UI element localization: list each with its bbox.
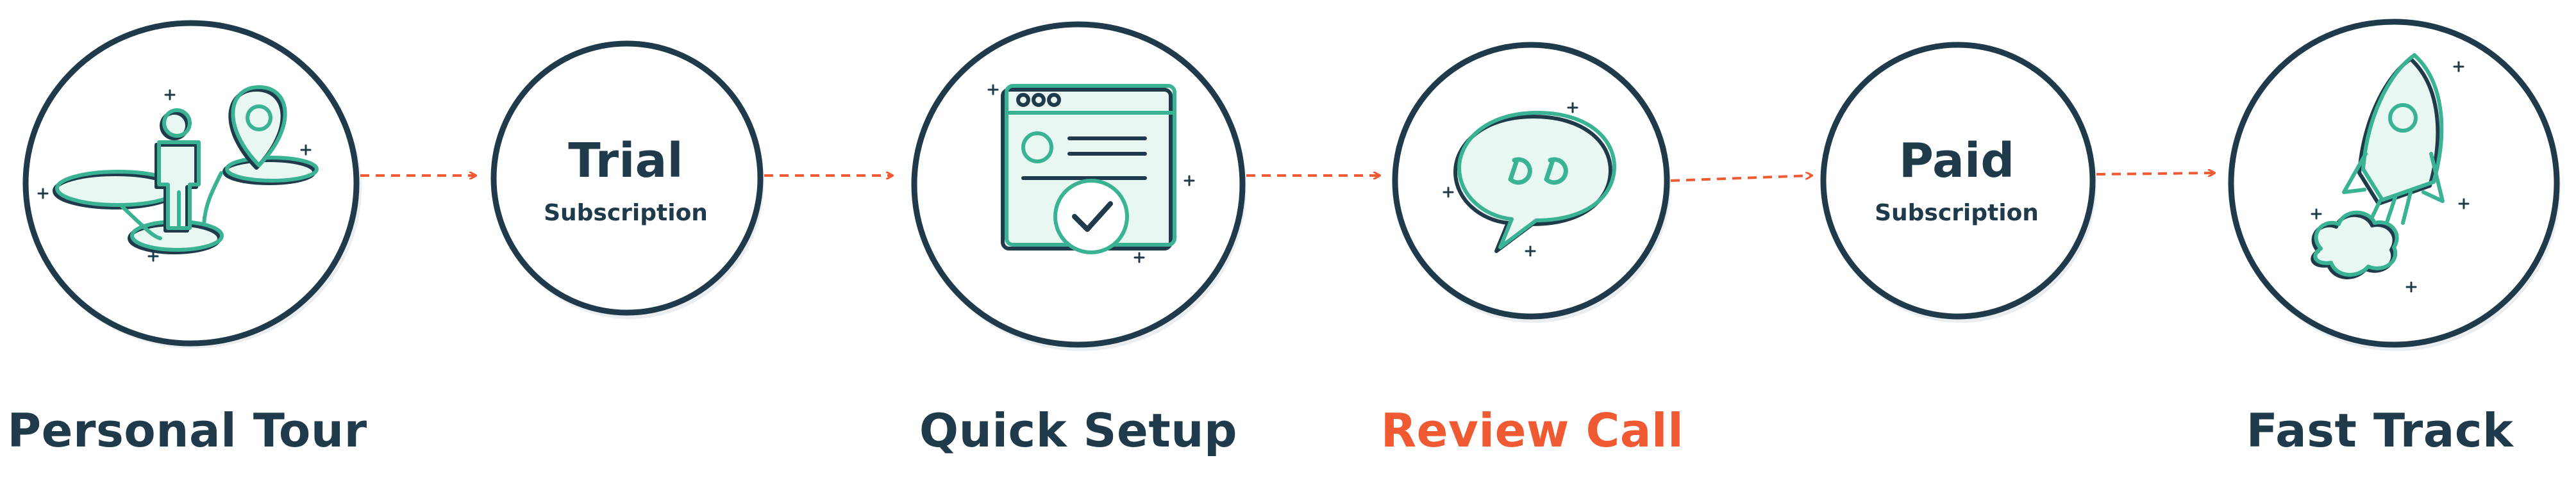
arrow-5	[2096, 173, 2214, 174]
label-personal-tour: Personal Tour	[7, 404, 367, 457]
speech-bubble-quote-icon	[1443, 102, 1616, 257]
circle-paid	[1820, 42, 2096, 323]
label-review-call: Review Call	[1380, 404, 1684, 457]
trial-subtitle: Subscription	[544, 200, 708, 226]
label-fast-track: Fast Track	[2246, 404, 2514, 457]
rocket-icon	[2311, 53, 2470, 293]
connector-arrows	[360, 173, 2214, 182]
circle-trial	[490, 40, 764, 319]
map-pin-person-icon	[37, 85, 319, 262]
paid-title: Paid	[1898, 133, 2015, 188]
trial-title: Trial	[568, 133, 683, 188]
label-quick-setup: Quick Setup	[919, 404, 1238, 457]
paid-subtitle: Subscription	[1875, 200, 2039, 226]
browser-check-icon	[987, 84, 1195, 263]
arrow-4	[1670, 176, 1812, 182]
